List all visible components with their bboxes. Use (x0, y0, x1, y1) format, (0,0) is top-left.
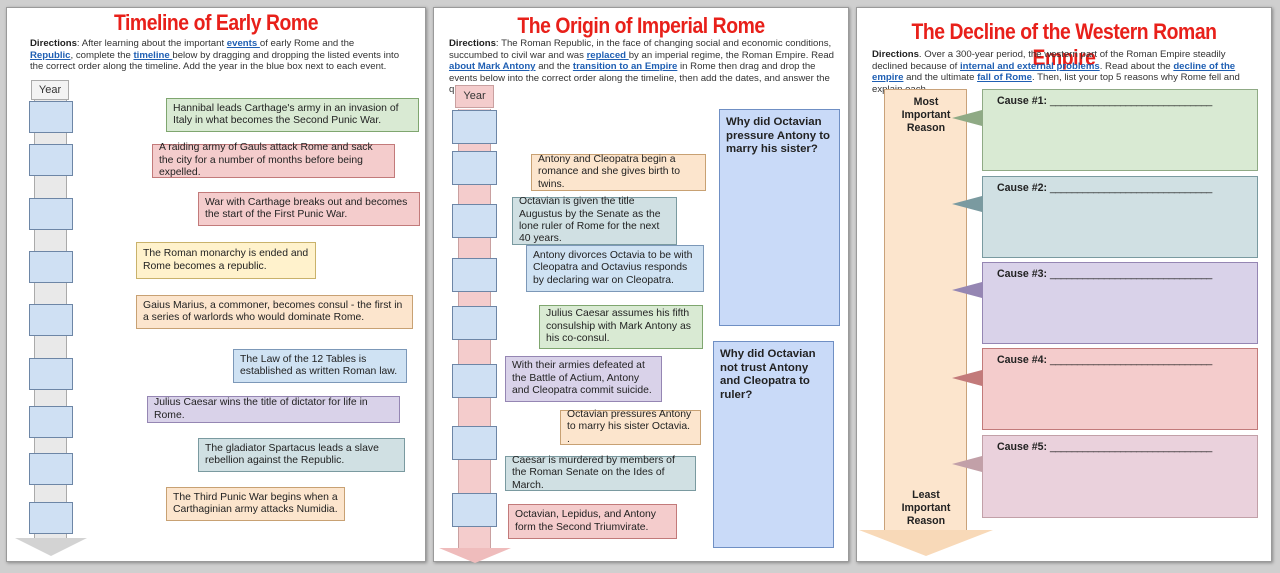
event-card[interactable]: The Law of the 12 Tables is established … (233, 349, 407, 383)
year-box[interactable] (29, 406, 73, 438)
cause-box[interactable]: Cause #3: ______________________________ (982, 262, 1258, 344)
page-title: The Origin of Imperial Rome (517, 13, 765, 38)
cause-pointer (952, 196, 982, 212)
timeline-arrowhead (15, 538, 87, 556)
page-title: The Decline of the Western Roman Empire (911, 19, 1217, 70)
least-important-label: Least Important Reason (901, 489, 951, 527)
year-box[interactable] (29, 358, 73, 390)
event-card[interactable]: Hannibal leads Carthage's army in an inv… (166, 98, 419, 132)
year-box[interactable] (29, 251, 73, 283)
event-card[interactable]: The gladiator Spartacus leads a slave re… (198, 438, 405, 472)
cause-box[interactable]: Cause #1: ______________________________ (982, 89, 1258, 171)
event-card[interactable]: Caesar is murdered by members of the Rom… (505, 455, 696, 491)
year-box[interactable] (452, 426, 497, 460)
event-card[interactable]: The Third Punic War begins when a Cartha… (166, 487, 345, 521)
link-transition-to-empire[interactable]: transition to an Empire (572, 61, 678, 73)
cause-pointer (952, 110, 982, 126)
year-box[interactable] (29, 304, 73, 336)
cause-box[interactable]: Cause #5: ______________________________ (982, 435, 1258, 518)
year-header: Year (31, 80, 69, 100)
year-box[interactable] (452, 258, 497, 292)
directions: Directions: After learning about the imp… (30, 38, 400, 73)
event-card[interactable]: The Roman monarchy is ended and Rome bec… (136, 242, 316, 279)
event-card[interactable]: Octavian pressures Antony to marry his s… (560, 409, 701, 445)
year-box[interactable] (29, 144, 73, 176)
event-card[interactable]: Julius Caesar wins the title of dictator… (147, 396, 400, 423)
year-box[interactable] (452, 151, 497, 185)
event-card[interactable]: War with Carthage breaks out and becomes… (198, 192, 420, 226)
directions: Directions: The Roman Republic, in the f… (449, 38, 835, 95)
question-box[interactable]: Why did Octavian pressure Antony to marr… (719, 109, 840, 326)
link-decline-of-empire[interactable]: decline of the empire (872, 60, 1236, 84)
page-title: Timeline of Early Rome (113, 10, 319, 35)
link-internal-external-problems[interactable]: internal and external problems (960, 60, 1100, 72)
event-card[interactable]: Antony and Cleopatra begin a romance and… (531, 154, 706, 191)
cause-pointer (952, 370, 982, 386)
link-events[interactable]: events (226, 38, 260, 49)
event-card[interactable]: Octavian is given the title Augustus by … (512, 196, 677, 245)
link-about-mark-antony[interactable]: about Mark Antony (449, 61, 536, 73)
year-box[interactable] (29, 101, 73, 133)
year-box[interactable] (452, 204, 497, 238)
question-box[interactable]: Why did Octavian not trust Antony and Cl… (713, 341, 834, 548)
year-box[interactable] (452, 364, 497, 398)
most-important-label: Most Important Reason (901, 96, 951, 134)
event-card[interactable]: With their armies defeated at the Battle… (505, 356, 662, 402)
link-fall-of-rome[interactable]: fall of Rome (977, 72, 1032, 84)
event-card[interactable]: Gaius Marius, a commoner, becomes consul… (136, 295, 413, 329)
link-replaced[interactable]: replaced (586, 49, 629, 61)
cause-box[interactable]: Cause #4: ______________________________ (982, 348, 1258, 430)
worksheet-early-rome: Timeline of Early Rome Directions: After… (6, 7, 426, 562)
link-republic[interactable]: Republic (30, 49, 71, 61)
event-card[interactable]: Julius Caesar assumes his fifth consulsh… (539, 305, 703, 349)
event-card[interactable]: A raiding army of Gauls attack Rome and … (152, 142, 395, 178)
cause-pointer (952, 282, 982, 298)
timeline-arrowhead (439, 548, 511, 563)
year-box[interactable] (452, 493, 497, 527)
year-box[interactable] (452, 110, 497, 144)
link-timeline[interactable]: timeline (133, 49, 173, 61)
year-box[interactable] (29, 198, 73, 230)
year-header: Year (455, 85, 494, 108)
event-card[interactable]: Octavian, Lepidus, and Antony form the S… (508, 504, 677, 539)
cause-box[interactable]: Cause #2: ______________________________ (982, 176, 1258, 258)
cause-pointer (952, 456, 982, 472)
worksheet-imperial-rome: The Origin of Imperial Rome Directions: … (433, 7, 849, 563)
event-card[interactable]: Antony divorces Octavia to be with Cleop… (526, 245, 704, 292)
year-box[interactable] (29, 502, 73, 534)
year-box[interactable] (29, 453, 73, 485)
ranking-arrowhead (859, 530, 993, 556)
year-box[interactable] (452, 306, 497, 340)
